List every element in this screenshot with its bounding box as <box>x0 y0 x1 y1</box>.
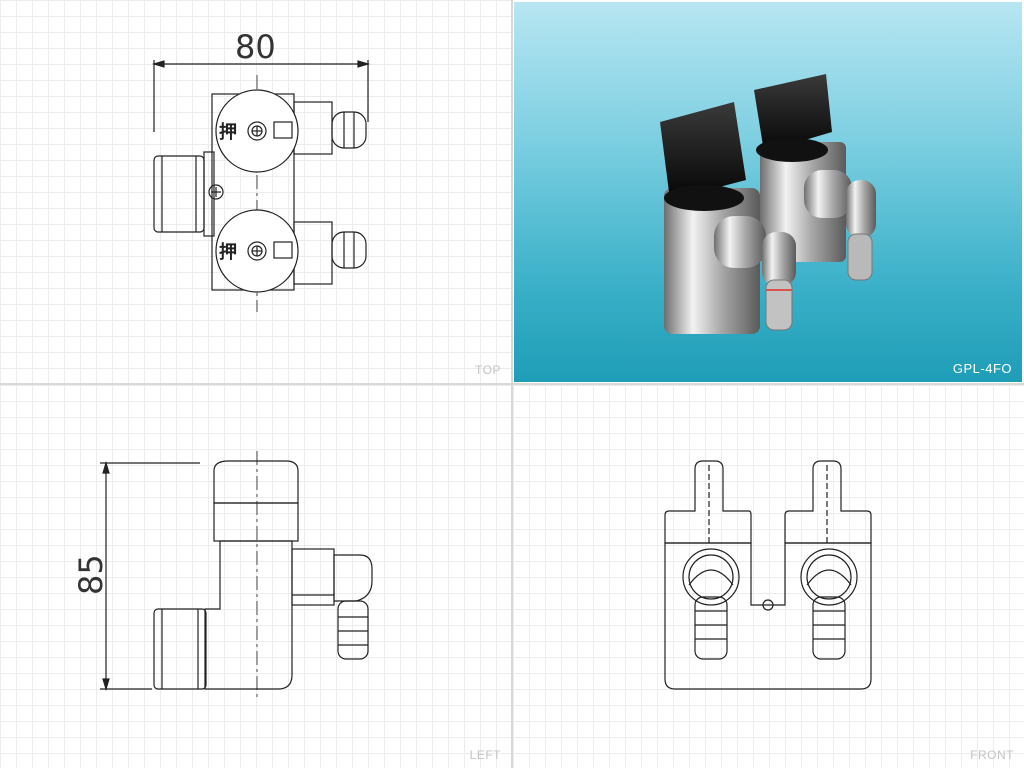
front-valve <box>660 102 796 334</box>
body-side <box>204 540 293 690</box>
dim-arrow-left <box>151 60 165 68</box>
right-knob-front <box>784 460 872 544</box>
knob-side <box>213 460 299 504</box>
left-view-panel: 85 LEFT <box>0 385 511 768</box>
left-knob-front <box>664 460 752 544</box>
dimension-height: 85 <box>72 554 110 595</box>
product-photo-panel: GPL-4FO <box>514 2 1022 382</box>
back-valve <box>754 74 876 281</box>
lower-outlet-body <box>293 221 333 285</box>
inlet-nut-side <box>153 608 207 690</box>
body-front <box>664 542 872 690</box>
elbow-side <box>333 554 373 602</box>
view-label-front: FRONT <box>970 748 1014 762</box>
right-hose-barb <box>812 596 846 660</box>
upper-valve-mark: 押 <box>219 121 237 143</box>
panel-divider-horizontal <box>0 383 1024 385</box>
top-view-panel: 80 押 押 TOP <box>0 0 511 383</box>
knob-collar <box>213 502 299 542</box>
mount-hole <box>762 599 774 611</box>
view-label-left: LEFT <box>469 748 501 762</box>
right-outlet-ring <box>800 548 858 606</box>
lower-valve-mark: 押 <box>219 241 237 263</box>
upper-outlet-body <box>293 101 333 155</box>
left-hose-barb <box>694 596 728 660</box>
front-view-drawing <box>664 460 872 690</box>
dimension-width: 80 <box>235 28 276 66</box>
lower-hose-barb <box>331 231 367 269</box>
front-view-panel: FRONT <box>513 385 1024 768</box>
top-view-drawing: 80 押 押 <box>151 28 371 312</box>
upper-hose-barb <box>331 111 367 149</box>
left-view-drawing: 85 <box>72 451 373 697</box>
view-label-top: TOP <box>475 363 501 377</box>
left-outlet-ring <box>682 548 740 606</box>
product-model-label: GPL-4FO <box>952 361 1012 376</box>
dim-arrow-right <box>357 60 371 68</box>
screw-head <box>208 184 224 200</box>
product-photo <box>660 74 876 334</box>
dim-arrow-bottom <box>102 678 110 692</box>
hose-barb-side <box>337 600 369 660</box>
dim-arrow-top <box>102 460 110 474</box>
outlet-side <box>291 548 335 606</box>
